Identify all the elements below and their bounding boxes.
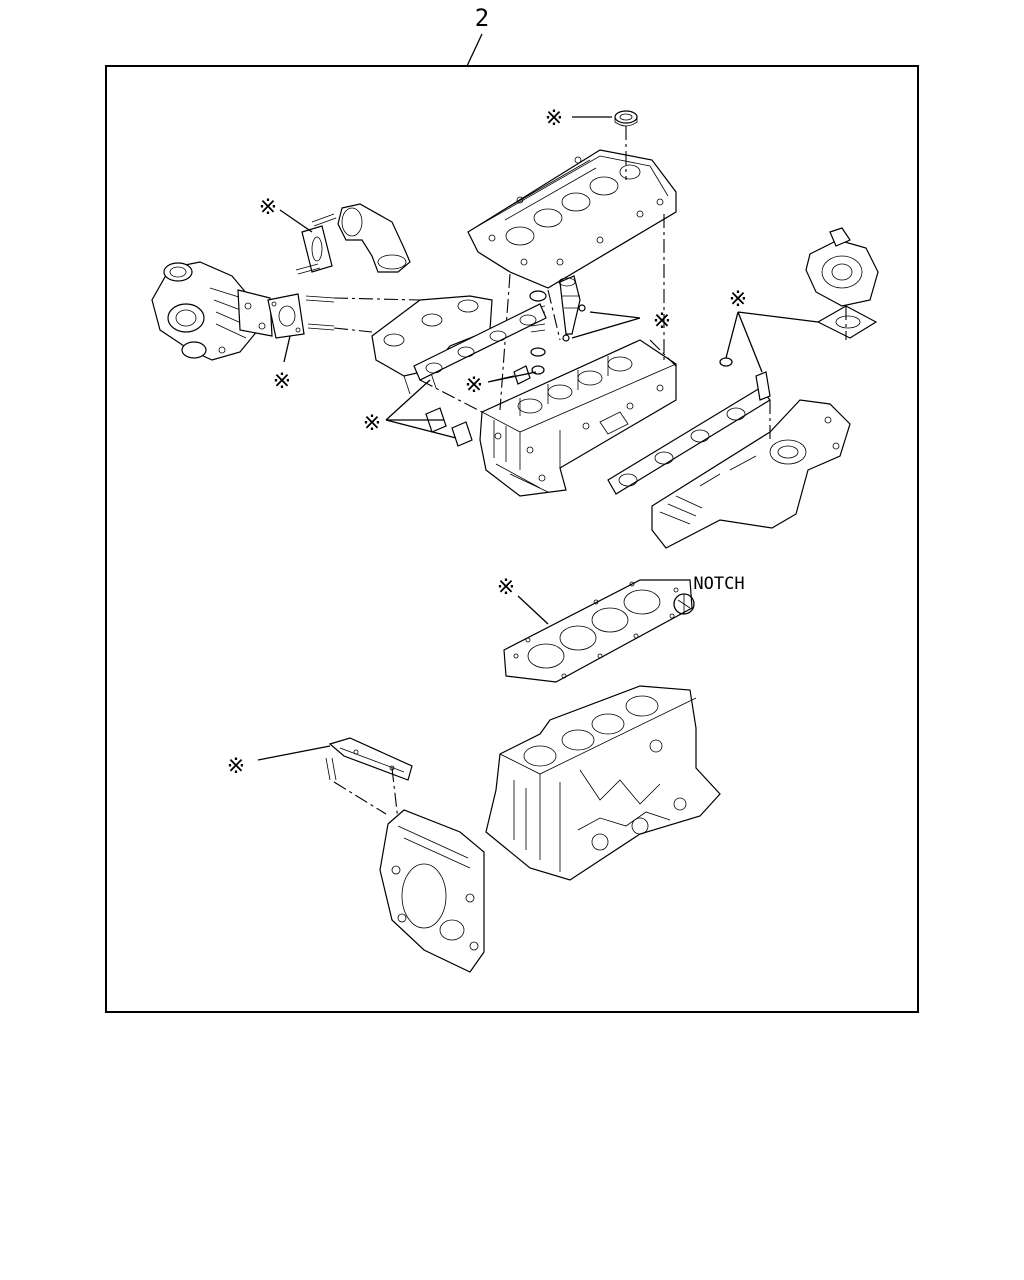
leader-turbo-flange (283, 335, 291, 363)
marker-injector: ※ (653, 309, 671, 334)
rocker-cover (467, 149, 677, 289)
notch-mark (677, 594, 691, 614)
intake-manifold (651, 399, 851, 549)
valve-spring (529, 290, 547, 375)
front-cover-gasket (328, 737, 413, 781)
item-number-label: 2 (475, 4, 489, 32)
leader-valve-seal (487, 371, 537, 383)
marker-front-cover: ※ (227, 754, 245, 779)
centerline-turbo (333, 297, 421, 333)
injector-seal (562, 334, 570, 342)
injector-washer (578, 304, 586, 312)
marker-exhaust-gasket: ※ (363, 411, 381, 436)
marker-turbo-flange: ※ (273, 369, 291, 394)
cylinder-block (485, 685, 721, 881)
cylinder-head (479, 339, 677, 497)
front-cover (379, 809, 485, 973)
leader-turbo-outlet (279, 209, 313, 233)
kit-frame (105, 65, 919, 1013)
centerline-front-cover (333, 767, 399, 821)
leader-head-gasket (517, 595, 549, 625)
centerline-cover-head (499, 214, 665, 411)
leader-exhaust-gasket (385, 379, 457, 439)
turbocharger (151, 261, 273, 361)
rocker-cover-seal (614, 110, 638, 127)
centerline-exhaust (419, 379, 483, 413)
head-gasket (503, 579, 693, 683)
egr-gasket (816, 305, 878, 339)
elbow-studs (295, 213, 337, 275)
turbo-flange-gasket (267, 293, 305, 339)
exhaust-manifold-gasket (413, 303, 547, 381)
marker-valve-seal: ※ (465, 373, 483, 398)
exhaust-port-gaskets (425, 407, 473, 447)
item-leader-line (466, 33, 483, 67)
centerline-intake (649, 339, 771, 440)
marker-head-gasket: ※ (497, 575, 515, 600)
marker-intake-gasket: ※ (729, 287, 747, 312)
dowel-pin (325, 757, 337, 781)
marker-rocker-seal: ※ (545, 106, 563, 131)
egr-valve (805, 227, 879, 307)
marker-turbo-outlet: ※ (259, 195, 277, 220)
injector (558, 275, 581, 335)
turbo-outlet-elbow (337, 203, 411, 273)
intake-oring (719, 357, 733, 367)
leader-front-cover (257, 745, 331, 761)
turbo-studs (305, 295, 335, 331)
notch-label: NOTCH (693, 574, 744, 594)
leader-intake-gasket (725, 311, 819, 373)
leader-injector (571, 311, 641, 339)
turbo-outlet-gasket (301, 225, 333, 273)
